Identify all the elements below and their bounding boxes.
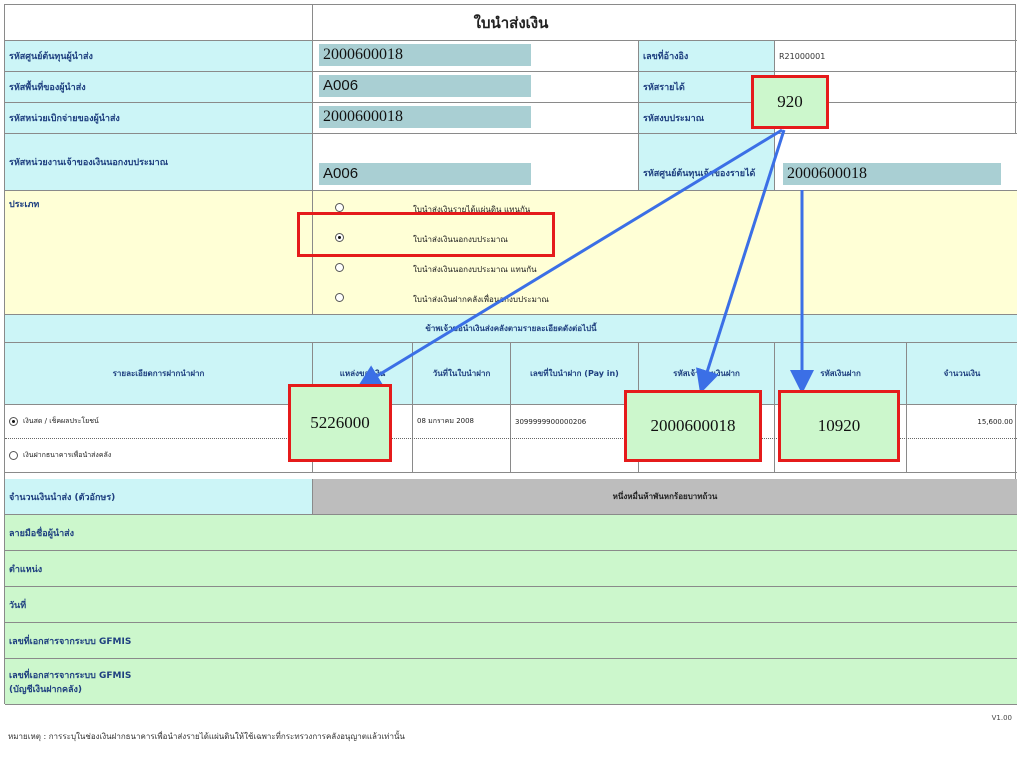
field-row-3: รหัสหน่วยเบิกจ่ายของผู้นำส่ง 2000600018 … <box>5 103 1017 134</box>
owner-cost-center-input[interactable]: 2000600018 <box>783 163 1001 185</box>
amount-words-label: จำนวนเงินนำส่ง (ตัวอักษร) <box>5 479 313 514</box>
row-desc: เงินฝากธนาคารเพื่อนำส่งคลัง <box>23 451 112 459</box>
callout-deposit-code: 10920 <box>778 390 900 462</box>
payin-cell[interactable] <box>511 439 639 472</box>
field-label: รหัสหน่วยงานเจ้าของเงินนอกงบประมาณ <box>5 134 313 190</box>
form-title: ใบนำส่งเงิน <box>473 14 549 32</box>
type-label: ประเภท <box>5 191 313 314</box>
field-label: รหัสศูนย์ต้นทุนเจ้าของรายได้ <box>639 134 775 190</box>
fund-owner-input[interactable]: A006 <box>319 163 531 185</box>
field-row-4: รหัสหน่วยงานเจ้าของเงินนอกงบประมาณ A006 … <box>5 134 1017 191</box>
type-radio-3[interactable] <box>335 263 344 272</box>
version-label: V1.00 <box>991 714 1012 722</box>
type-option-label: ใบนำส่งเงินนอกงบประมาณ แทนกัน <box>413 265 537 274</box>
row-desc: เงินสด / เช็คผลประโยชน์ <box>23 417 99 425</box>
disbursing-unit-input[interactable]: 2000600018 <box>319 106 531 128</box>
column-header: วันที่ในใบนำฝาก <box>413 343 511 404</box>
row-radio-2[interactable] <box>9 451 18 460</box>
type-radio-2[interactable] <box>335 233 344 242</box>
source-cell[interactable] <box>313 439 413 472</box>
deposit-cell[interactable] <box>775 439 907 472</box>
owner-cell[interactable] <box>639 405 775 438</box>
gfmis-doc-row[interactable]: เลขที่เอกสารจากระบบ GFMIS <box>5 623 1017 659</box>
title-row: ใบนำส่งเงิน <box>5 5 1017 41</box>
source-cell[interactable] <box>313 405 413 438</box>
field-label: เลขที่อ้างอิง <box>639 41 775 71</box>
amount-cell[interactable] <box>907 439 1017 472</box>
amount-words-row: จำนวนเงินนำส่ง (ตัวอักษร) หนึ่งหมื่นห้าพ… <box>5 479 1017 515</box>
date-cell[interactable] <box>413 439 511 472</box>
callout-source-of-funds: 5226000 <box>288 384 392 462</box>
area-code-input[interactable]: A006 <box>319 75 531 97</box>
signature-row[interactable]: ลายมือชื่อผู้นำส่ง <box>5 515 1017 551</box>
field-row-1: รหัสศูนย์ต้นทุนผู้นำส่ง 2000600018 เลขที… <box>5 41 1017 72</box>
position-row[interactable]: ตำแหน่ง <box>5 551 1017 587</box>
amount-words-value: หนึ่งหมื่นห้าพันหกร้อยบาทถ้วน <box>313 479 1017 514</box>
table-row: เงินสด / เช็คผลประโยชน์ 08 มกราคม 2008 3… <box>5 405 1017 439</box>
field-row-2: รหัสพื้นที่ของผู้นำส่ง A006 รหัสรายได้ <box>5 72 1017 103</box>
row-radio-1[interactable] <box>9 417 18 426</box>
gfmis-deposit-row[interactable]: เลขที่เอกสารจากระบบ GFMIS (บัญชีเงินฝากค… <box>5 659 1017 705</box>
field-label: รหัสศูนย์ต้นทุนผู้นำส่ง <box>5 41 313 71</box>
callout-owner-deposit: 2000600018 <box>624 390 762 462</box>
type-radio-4[interactable] <box>335 293 344 302</box>
date-row[interactable]: วันที่ <box>5 587 1017 623</box>
owner-cell[interactable] <box>639 439 775 472</box>
date-cell[interactable]: 08 มกราคม 2008 <box>413 405 511 438</box>
callout-income-code: 920 <box>751 75 829 129</box>
deposit-cell[interactable] <box>775 405 907 438</box>
footer-note: หมายเหตุ : การระบุในช่องเงินฝากธนาคารเพื… <box>8 732 405 741</box>
field-label: รหัสพื้นที่ของผู้นำส่ง <box>5 72 313 102</box>
deposit-form: ใบนำส่งเงิน รหัสศูนย์ต้นทุนผู้นำส่ง 2000… <box>4 4 1017 705</box>
type-radio-1[interactable] <box>335 203 344 212</box>
field-label: รหัสหน่วยเบิกจ่ายของผู้นำส่ง <box>5 103 313 133</box>
column-header: จำนวนเงิน <box>907 343 1017 404</box>
amount-cell[interactable]: 15,600.00 <box>977 417 1013 426</box>
cost-center-input[interactable]: 2000600018 <box>319 44 531 66</box>
reference-number[interactable]: R21000001 <box>779 51 826 61</box>
payin-cell[interactable]: 3099999900000206 <box>511 405 639 438</box>
type-option-label: ใบนำส่งเงินฝากคลังเพื่อนอกงบประมาณ <box>413 295 549 304</box>
section-title: ข้าพเจ้าขอนำเงินส่งคลังตามรายละเอียดดังต… <box>5 315 1017 343</box>
selected-type-highlight <box>297 212 555 257</box>
column-header: รายละเอียดการฝากนำฝาก <box>5 343 313 404</box>
column-header: เลขที่ใบนำฝาก (Pay in) <box>511 343 639 404</box>
